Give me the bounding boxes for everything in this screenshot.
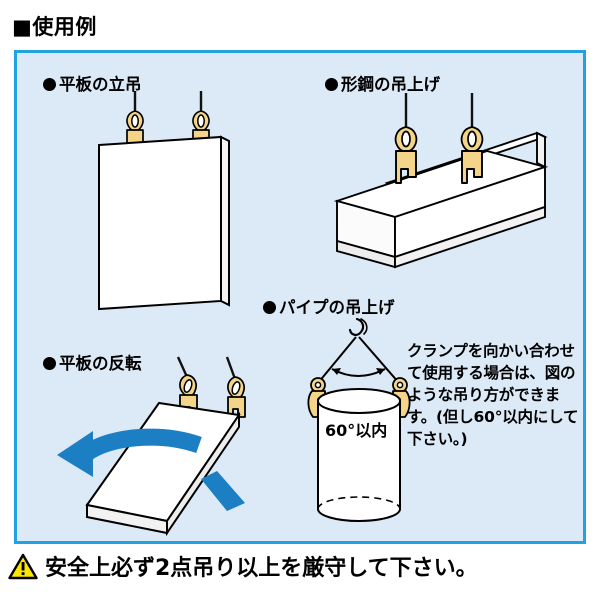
figure-plate-flip [39, 353, 289, 543]
safety-warning-text: 安全上必ず2点吊り以上を厳守して下さい。 [45, 555, 478, 581]
page-title-label: 使用例 [32, 15, 97, 39]
flat-plate-edge [220, 135, 230, 307]
example-label-beam: 形鋼の吊上げ [325, 75, 440, 94]
example-label-plate-vertical: 平板の立吊 [43, 75, 142, 94]
rotation-arrow-icon [57, 428, 202, 477]
figure-steel-beam-svg [333, 93, 549, 269]
filled-circle-icon [325, 78, 338, 91]
figure-plate-vertical [63, 87, 263, 317]
lifting-clamp-icon [394, 126, 418, 184]
warning-triangle-icon [8, 553, 38, 584]
example-label-pipe-text: パイプの吊上げ [279, 298, 395, 317]
filled-circle-icon [43, 357, 56, 370]
lifting-clamp-icon [460, 126, 484, 184]
example-label-plate-flip: 平板の反転 [43, 354, 142, 373]
usage-examples-panel-inner: 平板の立吊 形鋼の吊上げ パイプの吊上げ 平板の反転 [17, 53, 583, 541]
example-label-pipe: パイプの吊上げ [263, 298, 395, 317]
rotation-arrow-tail [201, 471, 245, 511]
beam-front-flange-lip [394, 205, 546, 269]
example-label-beam-text: 形鋼の吊上げ [341, 75, 440, 94]
wire-rope-icon [176, 356, 189, 378]
page-title: ■使用例 [12, 17, 97, 38]
figure-pipe-lifting-svg [307, 317, 411, 522]
figure-pipe-lifting [285, 313, 435, 538]
example-label-plate-flip-text: 平板の反転 [59, 354, 142, 373]
sling-leg-icon [358, 336, 400, 384]
usage-examples-panel: 平板の立吊 形鋼の吊上げ パイプの吊上げ 平板の反転 [14, 50, 586, 544]
example-label-plate-vertical-text: 平板の立吊 [59, 75, 142, 94]
flat-plate-face [98, 135, 222, 311]
pipe-bottom-hidden-edge [317, 496, 401, 510]
safety-warning: 安全上必ず2点吊り以上を厳守して下さい。 [8, 553, 478, 584]
beam-back-flange-edge [536, 131, 546, 169]
flat-plate-edge-right [166, 411, 240, 537]
pipe-body [317, 400, 401, 522]
sling-leg-icon [317, 336, 357, 384]
crane-hook-icon [348, 317, 368, 336]
filled-circle-icon [263, 301, 276, 314]
filled-circle-icon [43, 78, 56, 91]
figure-steel-beam [331, 91, 596, 291]
figure-plate-flip-svg [57, 356, 246, 537]
wire-rope-icon [225, 356, 237, 380]
usage-note-text: クランプを向かい合わせて使用する場合は、図のような吊り方ができます。(但し60°… [407, 342, 579, 448]
pipe-top-rim [317, 388, 401, 414]
pipe-angle-label: 60°以内 [325, 421, 388, 440]
filled-square-icon: ■ [12, 15, 33, 39]
double-headed-arc-arrow-icon [331, 368, 386, 377]
figure-plate-vertical-svg [98, 91, 230, 311]
